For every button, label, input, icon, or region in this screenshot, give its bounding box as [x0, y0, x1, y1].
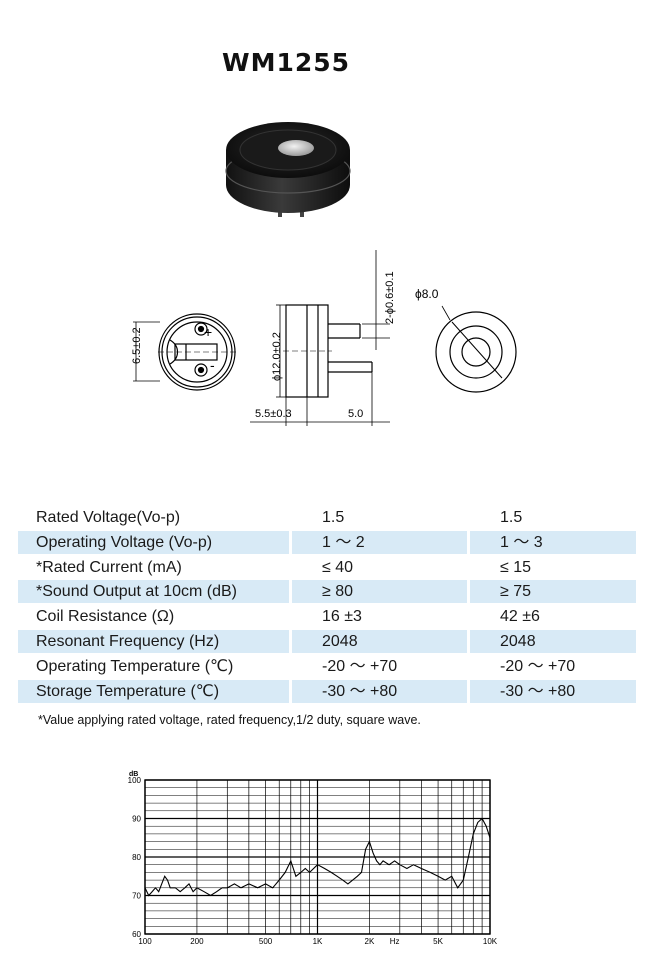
plus-marker: + — [204, 324, 212, 340]
y-tick-label: 80 — [132, 853, 141, 862]
spec-label: Coil Resistance (Ω) — [36, 608, 175, 626]
dim-label-50: 5.0 — [348, 408, 363, 420]
y-tick-label: 90 — [132, 815, 141, 824]
minus-marker: - — [210, 357, 215, 373]
plot-frame — [144, 779, 491, 935]
spec-value-model-a: 1 ～ 2 — [292, 530, 467, 554]
y-tick-label: 60 — [132, 930, 141, 939]
y-tick-label: 100 — [128, 776, 142, 785]
x-tick-label: 200 — [190, 937, 204, 946]
spec-label: *Sound Output at 10cm (dB) — [18, 580, 289, 604]
spec-value-model-a: ≥ 80 — [292, 580, 467, 604]
x-tick-label: 100 — [138, 937, 152, 946]
spec-label: Operating Voltage (Vo-p) — [18, 530, 289, 554]
spec-value-model-b: 1 ～ 3 — [470, 530, 636, 554]
dimension-drawing: 6.5±0.2 + - ϕ12.0±0.2 2-ϕ0.6±0.1 ϕ8.0 5.… — [131, 250, 517, 426]
spec-label: Operating Temperature (℃) — [36, 657, 234, 675]
x-tick-label: 2K — [365, 937, 375, 946]
table-row: *Rated Current (mA) ≤ 40 ≤ 15 — [18, 555, 636, 580]
spec-value-model-a: 1.5 — [322, 509, 345, 526]
dim-label-120: ϕ12.0±0.2 — [271, 332, 283, 381]
spec-value-model-a: ≤ 40 — [322, 558, 354, 576]
x-tick-label: Hz — [390, 937, 400, 946]
y-axis-label: dB — [129, 771, 138, 778]
x-tick-label: 10K — [483, 937, 498, 946]
buzzer-photo — [225, 122, 351, 217]
dim-label-pin: 2-ϕ0.6±0.1 — [384, 271, 396, 324]
dim-label-65: 6.5±0.2 — [131, 327, 143, 364]
product-title: WM1255 — [222, 48, 351, 77]
spec-value-model-b: ≥ 75 — [470, 580, 636, 604]
table-row: Coil Resistance (Ω) 16 ±3 42 ±6 — [18, 604, 636, 629]
spec-value-model-b: 1.5 — [500, 509, 523, 526]
spec-value-model-b: ≤ 15 — [500, 558, 532, 576]
spec-label: Rated Voltage(Vo-p) — [36, 509, 181, 526]
x-tick-label: 500 — [259, 937, 273, 946]
dim-label-80: ϕ8.0 — [415, 287, 439, 301]
series-line — [144, 817, 491, 897]
spec-value-model-b: -30 ～ +80 — [470, 679, 636, 703]
table-row: Operating Temperature (℃) -20 ～ +70 -20 ～ … — [18, 654, 636, 679]
dim-label-55: 5.5±0.3 — [255, 408, 292, 420]
spec-value-model-a: -20 ～ +70 — [322, 657, 398, 675]
spec-value-model-a: 16 ±3 — [322, 608, 362, 626]
spec-label: Resonant Frequency (Hz) — [18, 629, 289, 653]
table-row: *Sound Output at 10cm (dB)≥ 80≥ 75 — [18, 579, 636, 604]
spec-value-model-b: -20 ～ +70 — [500, 657, 576, 675]
spec-value-model-a: -30 ～ +80 — [292, 679, 467, 703]
spec-label: Storage Temperature (℃) — [18, 679, 289, 703]
spec-value-model-b: 42 ±6 — [500, 608, 540, 626]
spec-value-model-a: 2048 — [292, 629, 467, 653]
y-tick-label: 70 — [132, 892, 141, 901]
spec-label: *Rated Current (mA) — [36, 558, 182, 576]
table-row: Rated Voltage(Vo-p) 1.5 1.5 — [18, 505, 636, 530]
spec-value-model-b: 2048 — [470, 629, 636, 653]
x-tick-label: 5K — [433, 937, 443, 946]
table-row: Storage Temperature (℃)-30 ～ +80-30 ～ +8… — [18, 679, 636, 704]
footnote: *Value applying rated voltage, rated fre… — [38, 713, 421, 727]
x-tick-label: 1K — [313, 937, 323, 946]
